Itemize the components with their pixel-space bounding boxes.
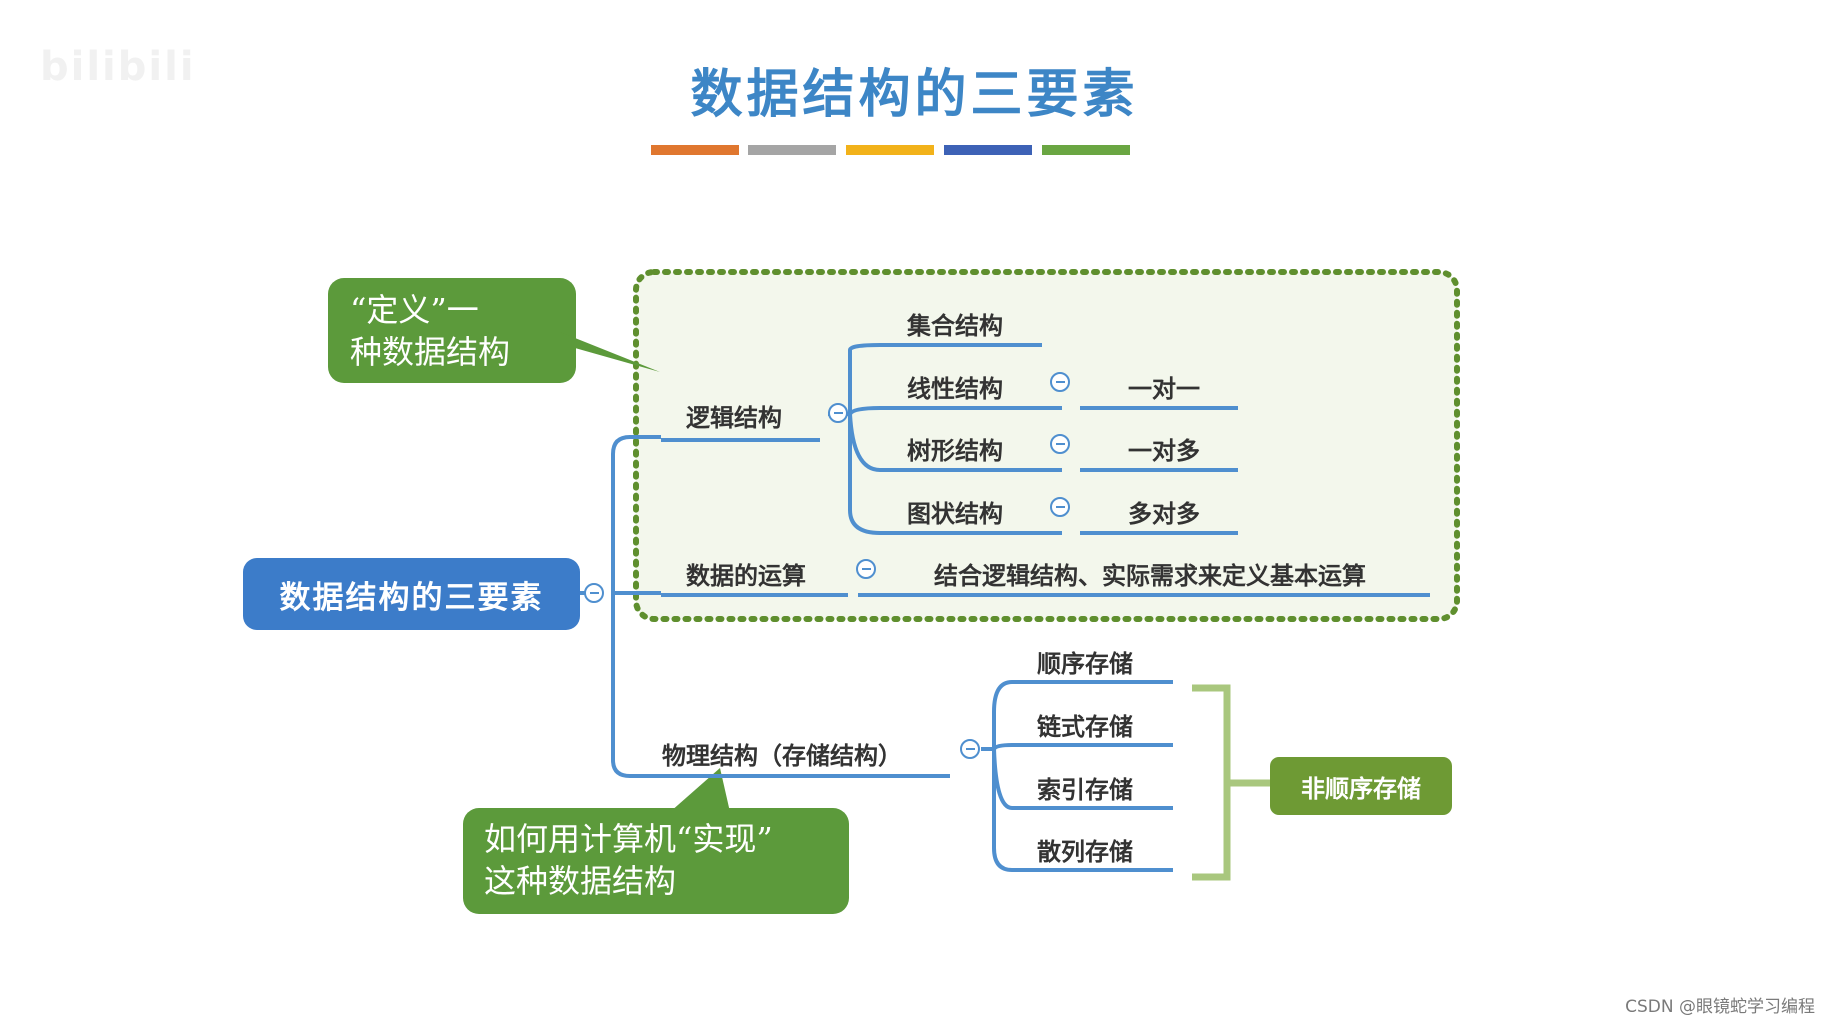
logical-region-border — [633, 269, 1460, 622]
color-bar-1 — [651, 145, 739, 155]
non-sequential-bracket — [1192, 684, 1270, 881]
color-bar-6 — [1140, 145, 1228, 155]
linear-collapse-toggle[interactable] — [1050, 372, 1070, 392]
physical-collapse-toggle[interactable] — [960, 739, 980, 759]
color-bar-4 — [944, 145, 1032, 155]
operations-collapse-toggle[interactable] — [856, 559, 876, 579]
many-to-many-node[interactable]: 多对多 — [1128, 500, 1200, 528]
one-to-one-node[interactable]: 一对一 — [1128, 375, 1200, 403]
tree-collapse-toggle[interactable] — [1050, 434, 1070, 454]
define-callout-line-2: 种数据结构 — [350, 333, 511, 371]
one-to-many-node[interactable]: 一对多 — [1128, 437, 1200, 465]
operations-connectors — [630, 591, 1430, 597]
logical-collapse-toggle[interactable] — [828, 403, 848, 423]
logical-structure-node[interactable]: 逻辑结构 — [686, 404, 782, 432]
implement-callout-line-1: 如何用计算机“实现” — [484, 820, 773, 858]
physical-connectors — [630, 680, 1173, 872]
implement-callout-shape — [463, 768, 849, 914]
define-callout-shape — [328, 278, 660, 383]
linear-structure-node[interactable]: 线性结构 — [907, 375, 1003, 403]
non-sequential-storage-label[interactable]: 非顺序存储 — [1270, 757, 1452, 815]
define-callout: “定义”一 种数据结构 — [350, 289, 510, 373]
root-collapse-toggle[interactable] — [584, 583, 604, 603]
operations-detail-node[interactable]: 结合逻辑结构、实际需求来定义基本运算 — [934, 562, 1366, 590]
indexed-storage-node[interactable]: 索引存储 — [1037, 776, 1133, 804]
root-node[interactable]: 数据结构的三要素 — [243, 558, 580, 630]
page-title: 数据结构的三要素 — [690, 65, 1139, 125]
physical-structure-node[interactable]: 物理结构（存储结构） — [662, 742, 902, 770]
hashed-storage-node[interactable]: 散列存储 — [1037, 838, 1133, 866]
sequential-storage-node[interactable]: 顺序存储 — [1037, 650, 1133, 678]
color-bar-5 — [1042, 145, 1130, 155]
csdn-credit: CSDN @眼镜蛇学习编程 — [1625, 997, 1815, 1017]
graph-collapse-toggle[interactable] — [1050, 497, 1070, 517]
root-connectors — [580, 435, 631, 778]
implement-callout: 如何用计算机“实现” 这种数据结构 — [484, 818, 773, 902]
color-bar-3 — [846, 145, 934, 155]
implement-callout-line-2: 这种数据结构 — [484, 862, 677, 900]
color-bar-2 — [748, 145, 836, 155]
set-structure-node[interactable]: 集合结构 — [907, 312, 1003, 340]
graph-structure-node[interactable]: 图状结构 — [907, 500, 1003, 528]
watermark: bilibili — [40, 44, 196, 90]
tree-structure-node[interactable]: 树形结构 — [907, 437, 1003, 465]
operations-node[interactable]: 数据的运算 — [686, 562, 806, 590]
linked-storage-node[interactable]: 链式存储 — [1037, 713, 1133, 741]
define-callout-line-1: “定义”一 — [350, 291, 479, 329]
